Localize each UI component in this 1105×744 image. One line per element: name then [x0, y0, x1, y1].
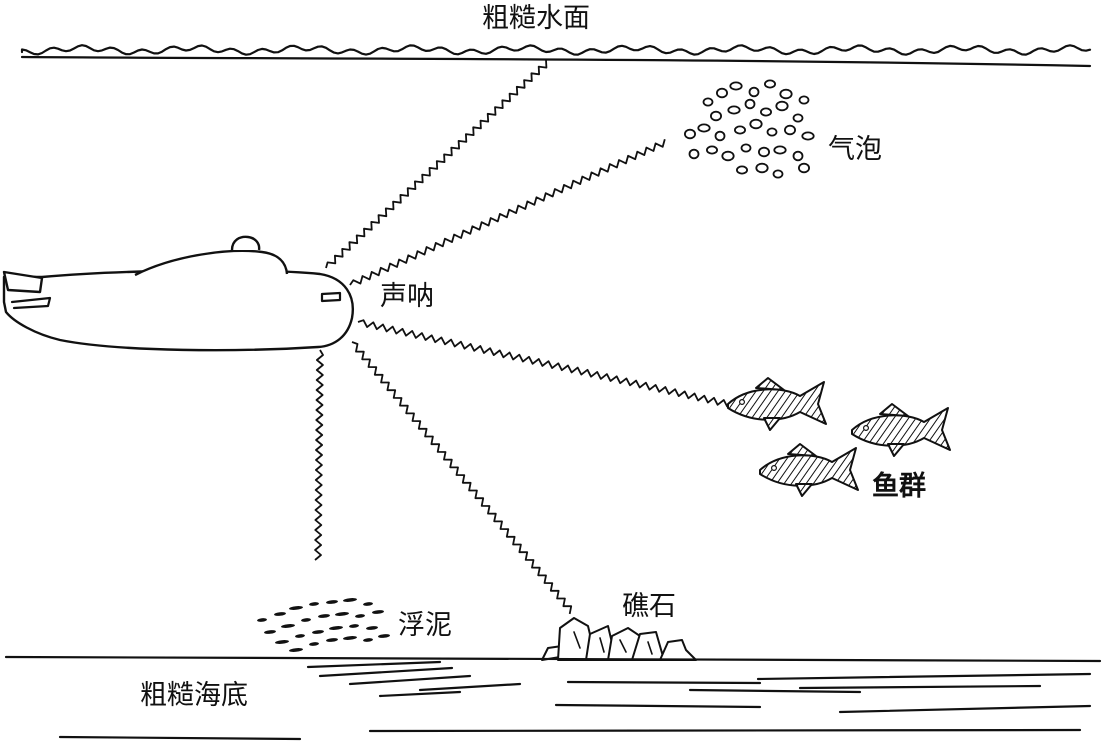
bubble [721, 150, 735, 162]
beam-to-surface [325, 59, 548, 269]
bubble [740, 143, 752, 153]
bubble [798, 162, 811, 174]
bubble [801, 131, 815, 141]
label-seabed: 粗糙海底 [140, 680, 248, 711]
sediment-particle [264, 630, 276, 634]
sediment-particle [309, 602, 319, 606]
bubble [784, 124, 797, 136]
bubble [729, 81, 743, 91]
sediment-particle [289, 648, 303, 652]
bubble [697, 123, 711, 133]
fish-3 [759, 443, 859, 497]
submarine-periscope [230, 235, 261, 251]
sediment-particle [326, 600, 338, 604]
reef-rock [541, 617, 697, 661]
sediment-particle [355, 614, 365, 618]
bubble [775, 100, 789, 112]
sediment-particle [363, 602, 373, 606]
label-sediment: 浮泥 [398, 610, 452, 641]
submarine-tower [134, 249, 289, 277]
sediment-particle [289, 606, 303, 610]
label-bubbles: 气泡 [828, 134, 882, 165]
sediment-particle [363, 638, 373, 642]
bubble [760, 107, 773, 117]
beam-to-rock [351, 341, 573, 615]
sediment-particle [312, 630, 324, 634]
bubble [702, 97, 714, 107]
bubble [727, 105, 741, 115]
sediment-particle [309, 642, 319, 646]
sediment-particle [295, 634, 305, 638]
bubbles-cluster [684, 79, 815, 179]
label-rock: 礁石 [622, 591, 676, 622]
sediment-particle [372, 610, 384, 614]
bubble [772, 169, 784, 179]
beam-to-bubbles [349, 139, 666, 286]
bubble [755, 162, 769, 174]
bubble [792, 150, 804, 162]
bubble [758, 146, 771, 158]
water-surface [20, 44, 1092, 68]
sediment-particles [257, 598, 390, 652]
sediment-particle [275, 640, 289, 644]
bubble [716, 87, 729, 99]
beam-to-fish [357, 319, 729, 408]
bubble [714, 130, 726, 142]
beam-to-seabed [314, 349, 324, 561]
bubble [748, 86, 760, 98]
sediment-particle [274, 612, 286, 616]
bubble [736, 165, 749, 175]
bubble [688, 148, 700, 160]
sediment-particle [349, 624, 359, 628]
submarine-hull [2, 269, 354, 352]
submarine-fin-mid [10, 296, 52, 310]
label-fish-school: 鱼群 [872, 471, 926, 502]
sediment-particle [326, 638, 338, 642]
bubble [706, 145, 719, 155]
label-surface: 粗糙水面 [482, 3, 590, 34]
sediment-particle [335, 612, 349, 616]
bubble [779, 88, 793, 100]
submarine-sensor [320, 291, 342, 303]
sediment-particle [318, 614, 330, 618]
sonar-beams [314, 59, 729, 615]
bubble [764, 79, 777, 89]
sediment-particle [301, 618, 311, 622]
sediment-particle [378, 634, 390, 638]
bubble [684, 128, 697, 140]
bubble [749, 118, 763, 130]
fish-school [727, 377, 951, 497]
sediment-particle [366, 626, 378, 630]
sediment-particle [257, 618, 267, 622]
sediment-particle [343, 598, 357, 602]
bubble [744, 98, 756, 110]
bubble [773, 145, 787, 155]
fish-1 [727, 377, 827, 431]
bubble [710, 110, 723, 122]
label-sonar: 声呐 [380, 281, 434, 312]
submarine-fin-top [2, 270, 44, 294]
sediment-particle [329, 626, 343, 630]
sediment-particle [281, 624, 295, 628]
bubble [766, 127, 778, 137]
submarine [2, 235, 354, 352]
bubble [798, 95, 810, 105]
bubble [792, 113, 804, 123]
fish-2 [851, 403, 951, 457]
bubble [734, 125, 747, 135]
sediment-particle [343, 636, 357, 640]
